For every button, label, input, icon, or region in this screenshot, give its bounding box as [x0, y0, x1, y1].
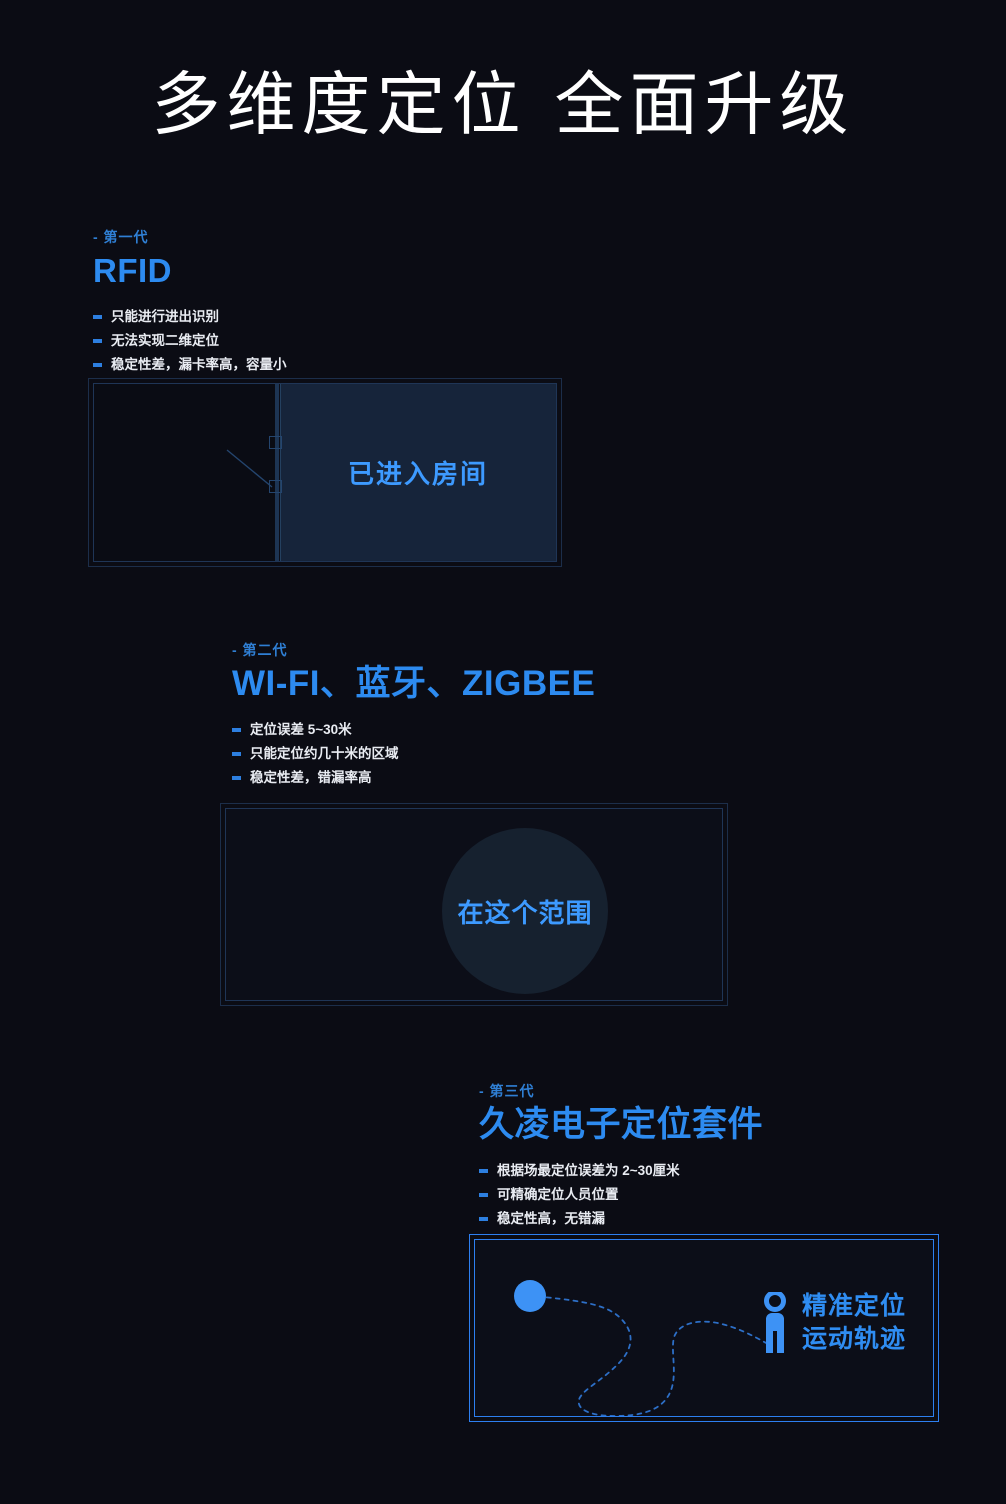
- bullet-dash-icon: [232, 727, 241, 732]
- trajectory-caption-line2: 运动轨迹: [802, 1325, 907, 1353]
- list-item-label: 稳定性差，错漏率高: [250, 770, 372, 785]
- bullet-dash-icon: [479, 1216, 488, 1221]
- trajectory-start-dot: [514, 1280, 546, 1312]
- bullet-list-1: 只能进行进出识别 无法实现二维定位 稳定性差，漏卡率高，容量小: [93, 306, 287, 375]
- list-item-label: 只能定位约几十米的区域: [250, 746, 399, 761]
- bullet-dash-icon: [232, 751, 241, 756]
- section-generation-3: - 第三代 久凌电子定位套件 根据场最定位误差为 2~30厘米 可精确定位人员位…: [479, 1082, 763, 1232]
- bullet-list-3: 根据场最定位误差为 2~30厘米 可精确定位人员位置 稳定性高，无错漏: [479, 1160, 763, 1229]
- generation-title-2: WI-FI、蓝牙、ZIGBEE: [232, 664, 596, 703]
- list-item-label: 无法实现二维定位: [111, 333, 219, 348]
- bullet-dash-icon: [479, 1168, 488, 1173]
- room-wall: [275, 384, 279, 561]
- list-item-label: 根据场最定位误差为 2~30厘米: [497, 1163, 680, 1178]
- illustration-range-circle: 在这个范围: [220, 803, 728, 1006]
- list-item: 稳定性高，无错漏: [479, 1208, 763, 1229]
- section-generation-1: - 第一代 RFID 只能进行进出识别 无法实现二维定位 稳定性差，漏卡率高，容…: [93, 228, 287, 378]
- trajectory-caption-line1: 精准定位: [802, 1292, 907, 1320]
- room-inside-area: [280, 384, 556, 561]
- door-hinge-top-icon: [269, 436, 282, 449]
- range-circle-shape: [442, 828, 608, 994]
- list-item: 根据场最定位误差为 2~30厘米: [479, 1160, 763, 1181]
- trajectory-caption: 精准定位 运动轨迹: [802, 1290, 906, 1356]
- bullet-list-2: 定位误差 5~30米 只能定位约几十米的区域 稳定性差，错漏率高: [232, 719, 595, 788]
- page-title: 多维度定位 全面升级: [151, 65, 855, 145]
- generation-title-1: RFID: [93, 252, 172, 289]
- list-item: 只能进行进出识别: [93, 306, 287, 327]
- person-icon: [764, 1292, 786, 1353]
- list-item: 定位误差 5~30米: [232, 719, 595, 740]
- room-outside-area: [94, 384, 275, 561]
- list-item-label: 稳定性高，无错漏: [497, 1211, 605, 1226]
- bullet-dash-icon: [93, 362, 102, 367]
- bullet-dash-icon: [479, 1192, 488, 1197]
- list-item-label: 定位误差 5~30米: [250, 722, 352, 737]
- generation-label-1: - 第一代: [93, 229, 149, 245]
- list-item-label: 稳定性差，漏卡率高，容量小: [111, 357, 287, 372]
- door-swing-icon: [226, 449, 273, 488]
- list-item: 无法实现二维定位: [93, 330, 287, 351]
- list-item: 只能定位约几十米的区域: [232, 743, 595, 764]
- list-item-label: 只能进行进出识别: [111, 309, 219, 324]
- illustration-trajectory-inner: 精准定位 运动轨迹: [474, 1239, 934, 1417]
- generation-title-3: 久凌电子定位套件: [479, 1105, 764, 1144]
- list-item-label: 可精确定位人员位置: [497, 1187, 619, 1202]
- list-item: 可精确定位人员位置: [479, 1184, 763, 1205]
- bullet-dash-icon: [93, 314, 102, 319]
- range-caption: 在这个范围: [457, 897, 593, 928]
- room-entry-caption: 已进入房间: [347, 459, 488, 489]
- generation-label-2: - 第二代: [232, 642, 288, 658]
- illustration-range-circle-inner: 在这个范围: [225, 808, 723, 1001]
- bullet-dash-icon: [93, 338, 102, 343]
- list-item: 稳定性差，错漏率高: [232, 767, 595, 788]
- illustration-trajectory: 精准定位 运动轨迹: [469, 1234, 939, 1422]
- illustration-room-door: 已进入房间: [88, 378, 562, 567]
- generation-label-3: - 第三代: [479, 1083, 535, 1099]
- list-item: 稳定性差，漏卡率高，容量小: [93, 354, 287, 375]
- door-hinge-bottom-icon: [269, 480, 282, 493]
- movement-trajectory-path: [545, 1296, 767, 1416]
- section-generation-2: - 第二代 WI-FI、蓝牙、ZIGBEE 定位误差 5~30米 只能定位约几十…: [232, 641, 595, 791]
- bullet-dash-icon: [232, 775, 241, 780]
- illustration-room-door-inner: 已进入房间: [93, 383, 557, 562]
